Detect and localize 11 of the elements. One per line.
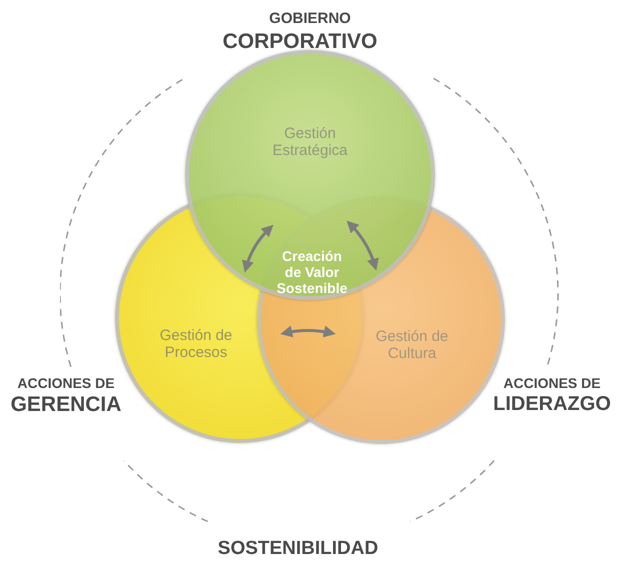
ring-label: ACCIONES DE: [502, 375, 602, 391]
ring-label: GERENCIA: [10, 393, 122, 417]
ring-label: LIDERAZGO: [493, 393, 611, 416]
ring-label: CORPORATIVO: [222, 30, 378, 54]
ring-label: ACCIONES DE: [16, 375, 116, 391]
circle-label: Gestión Estratégica: [271, 125, 349, 159]
center-label: Creación de Valor Sostenible: [276, 248, 348, 296]
ring-label: SOSTENIBILIDAD: [216, 538, 380, 560]
circle-label: Gestión de Procesos: [158, 327, 234, 361]
ring-label: GOBIERNO: [268, 10, 352, 27]
circle-label: Gestión de Cultura: [374, 328, 450, 362]
